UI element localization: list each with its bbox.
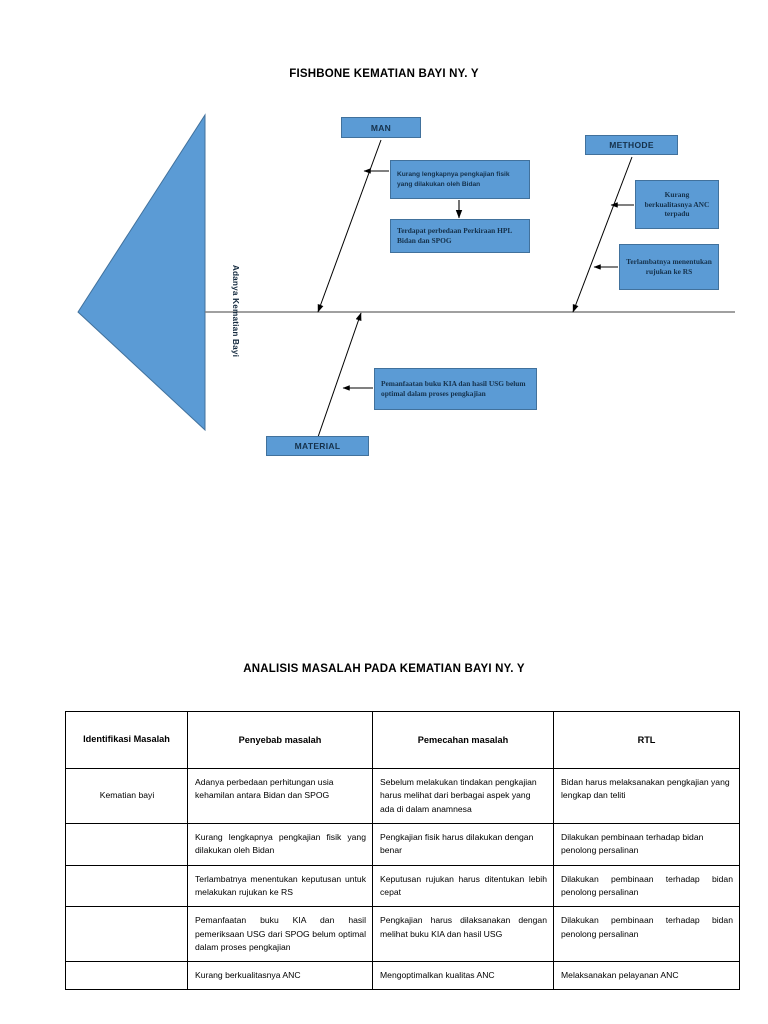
cell-identifikasi [65,961,188,991]
table-header-row: Identifikasi Masalah Penyebab masalah Pe… [65,711,740,769]
analysis-table-title: ANALISIS MASALAH PADA KEMATIAN BAYI NY. … [243,663,525,675]
fishbone-title: FISHBONE KEMATIAN BAYI NY. Y [289,68,479,80]
column-header-pemecahan: Pemecahan masalah [372,711,554,769]
category-box-material[interactable]: MATERIAL [266,436,369,456]
effect-head-triangle [77,113,206,432]
cell-identifikasi: Kematian bayi [65,768,188,824]
table-row: Kurang berkualitasnya ANC Mengoptimalkan… [65,961,740,991]
column-header-penyebab: Penyebab masalah [187,711,373,769]
cell-rtl: Dilakukan pembinaan terhadap bidan penol… [553,864,740,908]
cause-box-methode-1[interactable]: Kurang berkualitasnya ANC terpadu [635,180,719,229]
bone-methode [572,156,633,313]
cell-identifikasi [65,822,188,866]
cause-box-methode-2[interactable]: Terlambatnya menentukan rujukan ke RS [619,244,719,290]
bone-material [317,312,362,438]
table-row: Kurang lengkapnya pengkajian fisik yang … [65,822,740,866]
cell-identifikasi [65,906,188,963]
fishbone-canvas [77,113,735,438]
table-head: Identifikasi Masalah Penyebab masalah Pe… [65,711,740,769]
table-body: Kematian bayi Adanya perbedaan perhitung… [65,768,740,991]
cell-pemecahan: Mengoptimalkan kualitas ANC [372,961,554,991]
table-row: Terlambatnya menentukan keputusan untuk … [65,864,740,908]
table-row: Kematian bayi Adanya perbedaan perhitung… [65,768,740,824]
cause-box-man-1[interactable]: Kurang lengkapnya pengkajian fisik yang … [390,160,530,199]
cell-pemecahan: Sebelum melakukan tindakan pengkajian ha… [372,768,554,824]
cell-penyebab: Kurang lengkapnya pengkajian fisik yang … [187,822,373,866]
cause-box-material-1[interactable]: Pemanfaatan buku KIA dan hasil USG belum… [374,368,537,410]
effect-head-label-wrap: Adanya Kematian Bayi [110,115,240,357]
cell-rtl: Bidan harus melaksanakan pengkajian yang… [553,768,740,824]
cell-penyebab: Terlambatnya menentukan keputusan untuk … [187,864,373,908]
cell-rtl: Melaksanakan pelayanan ANC [553,961,740,991]
column-header-identifikasi: Identifikasi Masalah [65,711,188,769]
cell-penyebab: Pemanfaatan buku KIA dan hasil pemeriksa… [187,906,373,963]
cell-pemecahan: Pengkajian harus dilaksanakan dengan mel… [372,906,554,963]
column-header-rtl: RTL [553,711,740,769]
fishbone-diagram-section: FISHBONE KEMATIAN BAYI NY. Y Adanya Kema… [77,68,735,456]
bone-man [317,139,382,313]
category-box-methode[interactable]: METHODE [585,135,678,155]
cell-rtl: Dilakukan pembinaan terhadap bidan penol… [553,906,740,963]
cause-box-man-2[interactable]: Terdapat perbedaan Perkiraan HPL Bidan d… [390,219,530,253]
cell-pemecahan: Pengkajian fisik harus dilakukan dengan … [372,822,554,866]
cell-pemecahan: Keputusan rujukan harus ditentukan lebih… [372,864,554,908]
cell-identifikasi [65,864,188,908]
table-row: Pemanfaatan buku KIA dan hasil pemeriksa… [65,906,740,963]
category-box-man[interactable]: MAN [341,117,421,138]
analysis-table: Identifikasi Masalah Penyebab masalah Pe… [65,711,740,991]
cell-rtl: Dilakukan pembinaan terhadap bidan penol… [553,822,740,866]
cell-penyebab: Adanya perbedaan perhitungan usia kehami… [187,768,373,824]
cell-penyebab: Kurang berkualitasnya ANC [187,961,373,991]
